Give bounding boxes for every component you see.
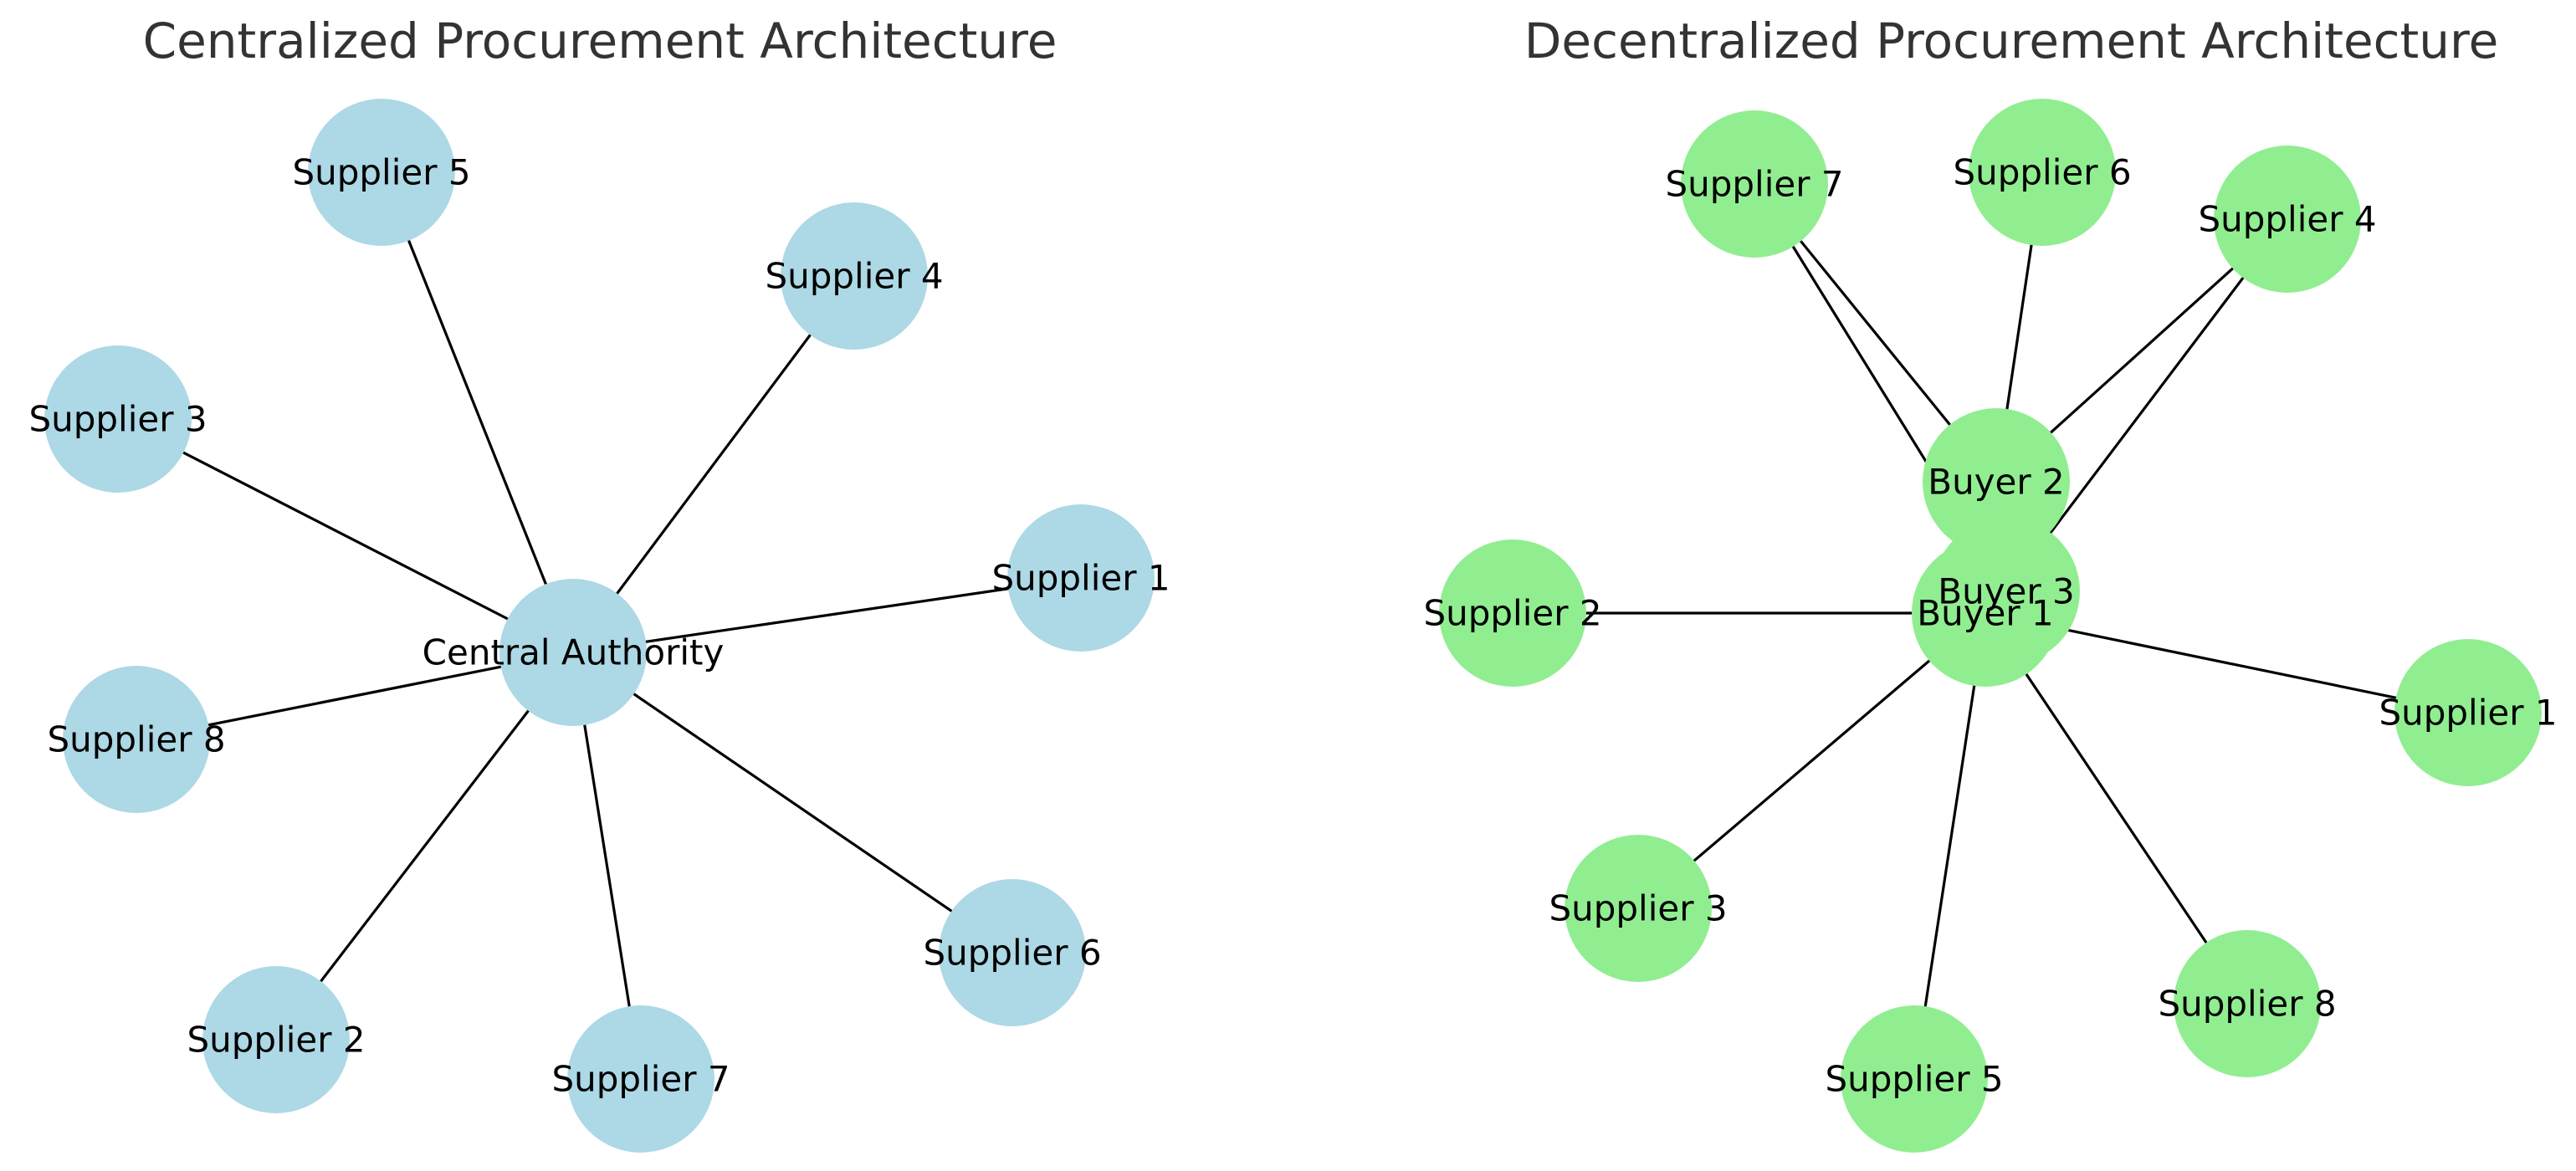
node-label: Supplier 6 [923,933,1101,974]
node-circle [781,202,928,350]
node-circle [2174,930,2321,1077]
node-label: Supplier 2 [1423,593,1601,634]
edge [572,576,1082,654]
node-circle [308,99,455,246]
node-circle [202,966,350,1113]
panel-title: Centralized Procurement Architecture [143,13,1058,69]
node-circle [1841,1005,1988,1153]
node-circle [1565,835,1712,982]
node-label: Supplier 8 [47,719,225,760]
edge [1636,611,1987,910]
edge [380,171,575,653]
edge [117,417,574,654]
node-label: Supplier 5 [1825,1059,2003,1100]
edge [571,275,856,653]
node-label: Supplier 2 [187,1020,365,1061]
node-label: Buyer 2 [1928,462,2064,503]
edge [274,652,575,1041]
node-circle [2214,146,2361,293]
node-label: Supplier 8 [2158,984,2336,1025]
node-label: Supplier 4 [2198,199,2376,240]
node-circle [44,345,192,493]
edge [1984,612,2249,1005]
node-label: Buyer 3 [1938,571,2074,612]
node-circle [1007,504,1155,652]
node-circle [1439,539,1586,687]
edge [1913,612,1987,1080]
node-circle [567,1005,714,1153]
node-label: Supplier 5 [292,152,470,193]
node-circle [499,579,647,726]
node-circle [1681,110,1828,258]
node-label: Supplier 3 [1549,888,1727,929]
node-circle [939,879,1086,1026]
node-label: Supplier 6 [1953,152,2131,193]
node-circle [1912,539,2059,687]
edge [2005,218,2289,592]
node-label: Supplier 1 [2379,693,2557,734]
panel-title: Decentralized Procurement Architecture [1524,13,2499,69]
node-label: Supplier 3 [28,399,207,440]
node-label: Buyer 1 [1917,593,2053,634]
node-label: Supplier 4 [765,256,943,297]
node-circle [1923,408,2070,555]
panel-decentralized: Supplier 7 Supplier 6 Supplier 4 Supplier 2… [1423,13,2558,1153]
edge [572,651,1013,954]
node-label: Supplier 1 [991,558,1170,599]
node-label: Supplier 7 [551,1059,730,1100]
node-circle [2394,639,2542,786]
node-label: Supplier 7 [1665,164,1843,205]
edge [136,651,574,741]
panel-centralized: Supplier 5 Supplier 4 Supplier 3 Supplier 1… [28,13,1170,1153]
node-label: Central Authority [423,632,725,673]
node-circle [63,666,210,813]
node-circle [1969,99,2116,246]
